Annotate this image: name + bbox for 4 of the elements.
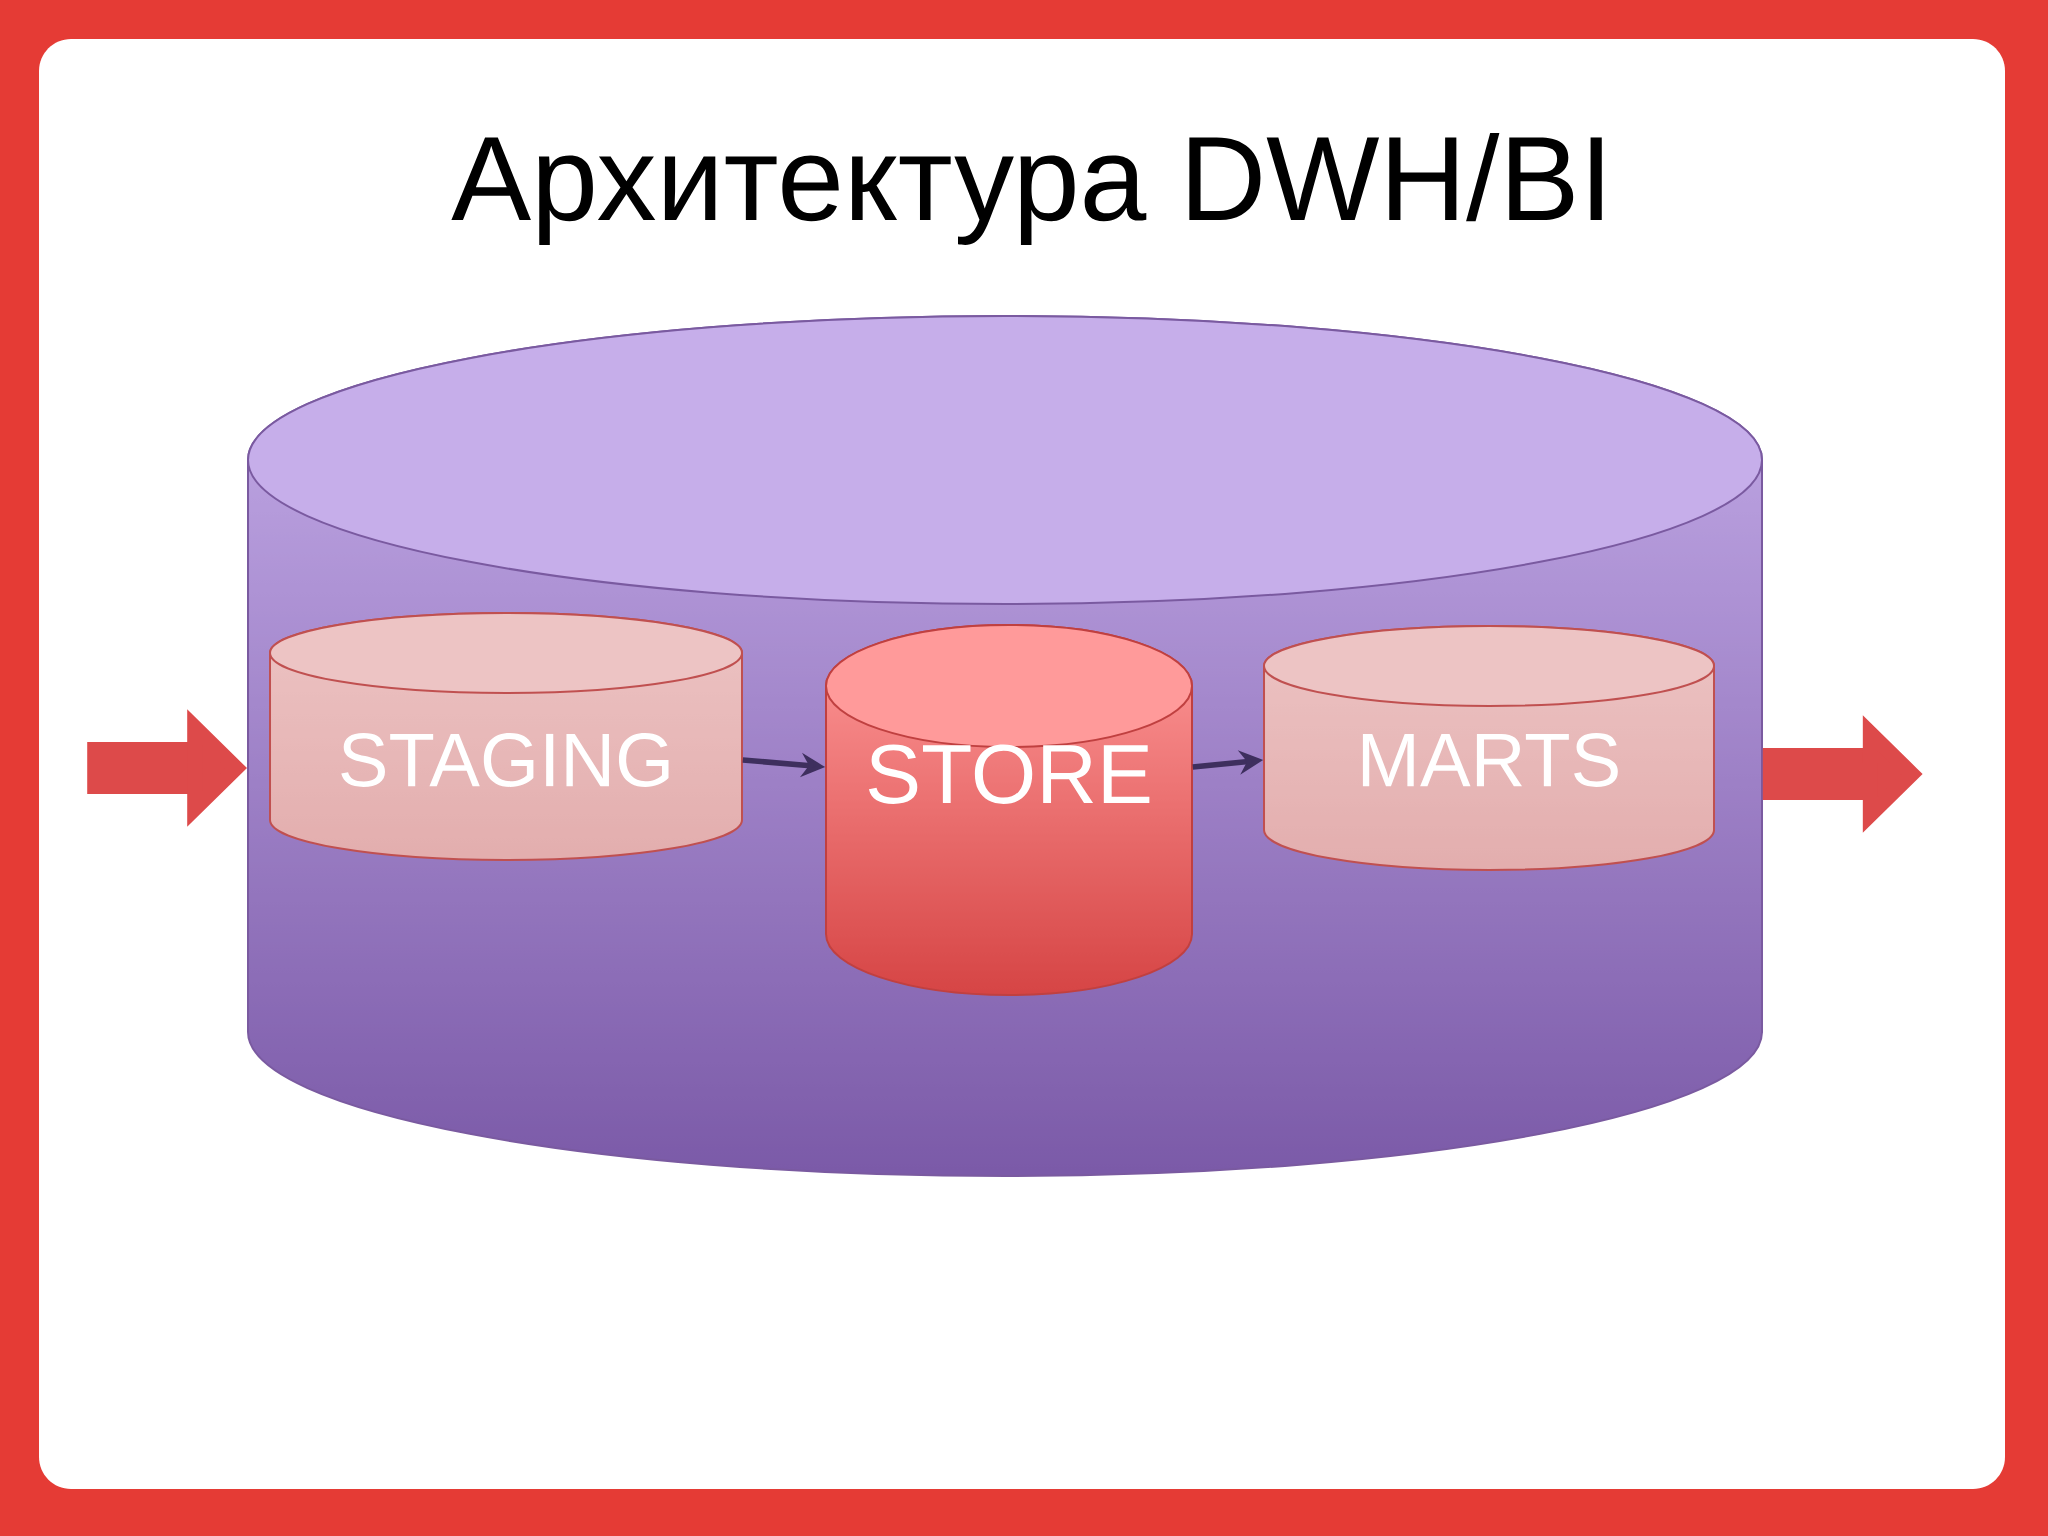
database-cylinder: MARTS — [1263, 625, 1715, 871]
title: Архитектура DWH/BI — [451, 133, 1602, 245]
database-cylinder: STORE — [825, 624, 1193, 996]
database-cylinder: STAGING — [269, 612, 743, 861]
